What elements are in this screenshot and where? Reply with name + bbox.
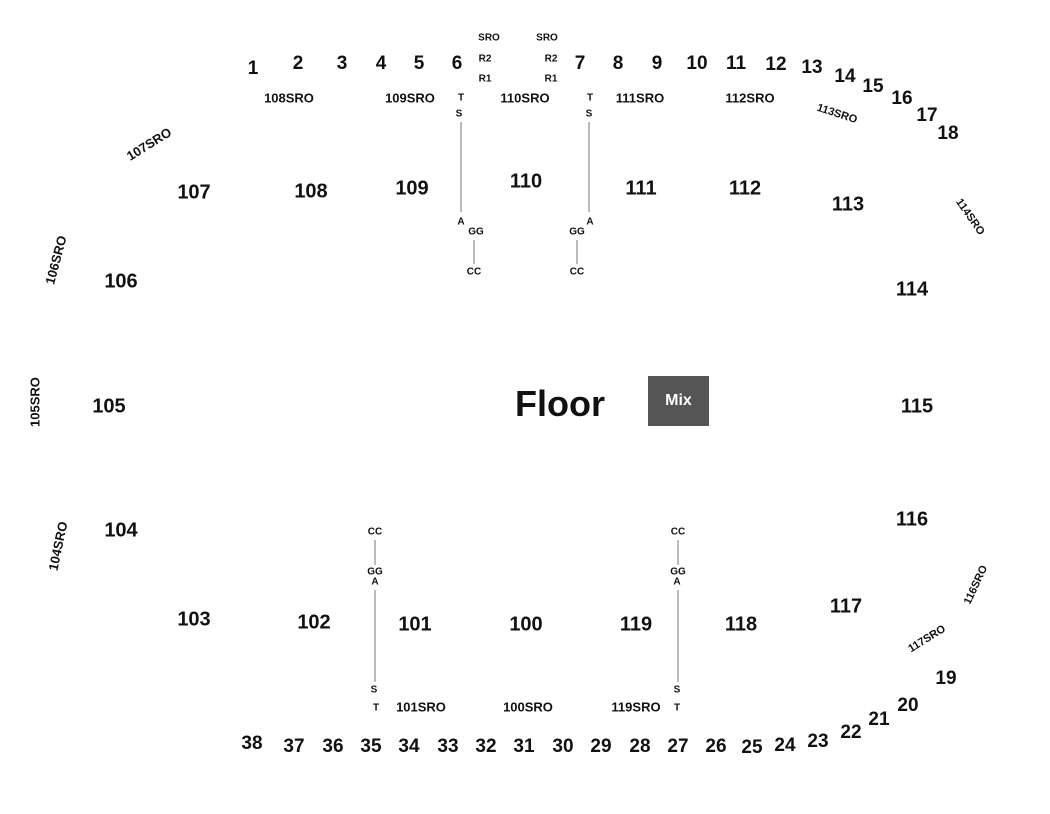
small-label-t: T [372, 702, 380, 714]
row-3[interactable]: 3 [336, 53, 348, 74]
row-10[interactable]: 10 [686, 53, 708, 74]
row-12[interactable]: 12 [765, 54, 787, 75]
row-32[interactable]: 32 [475, 736, 497, 757]
small-label-sro: SRO [536, 32, 558, 44]
row-31[interactable]: 31 [513, 736, 535, 757]
section-109[interactable]: 109 [395, 177, 429, 200]
row-17[interactable]: 17 [916, 105, 938, 126]
section-117[interactable]: 117 [829, 595, 863, 618]
row-9[interactable]: 9 [651, 53, 663, 74]
sro-105[interactable]: 105SRO [27, 377, 43, 427]
sro-110[interactable]: 110SRO [500, 90, 550, 106]
row-34[interactable]: 34 [398, 736, 420, 757]
sro-108[interactable]: 108SRO [264, 90, 314, 106]
small-label-cc: CC [569, 266, 585, 278]
section-112[interactable]: 112 [728, 177, 762, 200]
small-label-t: T [586, 92, 594, 104]
section-110[interactable]: 110 [509, 170, 543, 193]
small-label-r1: R1 [478, 73, 492, 85]
row-28[interactable]: 28 [629, 736, 651, 757]
sro-100[interactable]: 100SRO [503, 699, 553, 715]
section-102[interactable]: 102 [297, 611, 331, 634]
small-label-s: S [585, 108, 593, 120]
section-119[interactable]: 119 [619, 613, 653, 636]
row-27[interactable]: 27 [667, 736, 689, 757]
row-14[interactable]: 14 [834, 66, 856, 87]
small-label-s: S [455, 108, 463, 120]
row-38[interactable]: 38 [241, 733, 263, 754]
sro-119[interactable]: 119SRO [611, 699, 661, 715]
row-1[interactable]: 1 [247, 58, 259, 79]
small-label-r2: R2 [478, 53, 492, 65]
sro-101[interactable]: 101SRO [396, 699, 446, 715]
row-21[interactable]: 21 [868, 709, 890, 730]
row-4[interactable]: 4 [375, 53, 387, 74]
row-6[interactable]: 6 [451, 53, 463, 74]
section-118[interactable]: 118 [724, 613, 758, 636]
small-label-r1: R1 [544, 73, 558, 85]
row-37[interactable]: 37 [283, 736, 305, 757]
small-label-s: S [673, 684, 681, 696]
small-label-sro: SRO [478, 32, 500, 44]
mix-position[interactable]: Mix [648, 376, 709, 426]
section-100[interactable]: 100 [509, 613, 543, 636]
small-label-gg: GG [468, 226, 484, 238]
row-19[interactable]: 19 [935, 668, 957, 689]
row-23[interactable]: 23 [807, 731, 829, 752]
section-104[interactable]: 104 [104, 519, 138, 542]
row-15[interactable]: 15 [862, 76, 884, 97]
floor-label[interactable]: Floor [515, 383, 605, 424]
row-11[interactable]: 11 [725, 53, 747, 74]
section-103[interactable]: 103 [177, 608, 211, 631]
section-108[interactable]: 108 [294, 180, 328, 203]
section-113[interactable]: 113 [831, 193, 865, 216]
row-8[interactable]: 8 [612, 53, 624, 74]
small-label-s: S [370, 684, 378, 696]
section-101[interactable]: 101 [398, 613, 432, 636]
small-label-gg: GG [367, 566, 383, 578]
small-label-a: A [586, 216, 594, 228]
section-116[interactable]: 116 [895, 508, 929, 531]
small-label-gg: GG [670, 566, 686, 578]
small-label-t: T [457, 92, 465, 104]
small-label-a: A [371, 576, 379, 588]
row-33[interactable]: 33 [437, 736, 459, 757]
section-107[interactable]: 107 [177, 181, 211, 204]
row-13[interactable]: 13 [801, 57, 823, 78]
row-26[interactable]: 26 [705, 736, 727, 757]
small-label-cc: CC [367, 526, 383, 538]
row-2[interactable]: 2 [292, 53, 304, 74]
row-7[interactable]: 7 [574, 53, 586, 74]
row-30[interactable]: 30 [552, 736, 574, 757]
row-18[interactable]: 18 [937, 123, 959, 144]
row-16[interactable]: 16 [891, 88, 913, 109]
small-label-r2: R2 [544, 53, 558, 65]
row-36[interactable]: 36 [322, 736, 344, 757]
small-label-cc: CC [466, 266, 482, 278]
sro-109[interactable]: 109SRO [385, 90, 435, 106]
section-115[interactable]: 115 [900, 395, 934, 418]
row-24[interactable]: 24 [774, 735, 796, 756]
row-29[interactable]: 29 [590, 736, 612, 757]
section-114[interactable]: 114 [895, 278, 929, 301]
row-22[interactable]: 22 [840, 722, 862, 743]
section-105[interactable]: 105 [92, 395, 126, 418]
row-25[interactable]: 25 [741, 737, 763, 758]
small-label-gg: GG [569, 226, 585, 238]
small-label-cc: CC [670, 526, 686, 538]
small-label-a: A [457, 216, 465, 228]
section-106[interactable]: 106 [104, 270, 138, 293]
row-5[interactable]: 5 [413, 53, 425, 74]
row-20[interactable]: 20 [897, 695, 919, 716]
row-35[interactable]: 35 [360, 736, 382, 757]
sro-111[interactable]: 111SRO [615, 90, 665, 106]
sro-112[interactable]: 112SRO [725, 90, 775, 106]
section-111[interactable]: 111 [625, 177, 657, 200]
small-label-t: T [673, 702, 681, 714]
small-label-a: A [673, 576, 681, 588]
